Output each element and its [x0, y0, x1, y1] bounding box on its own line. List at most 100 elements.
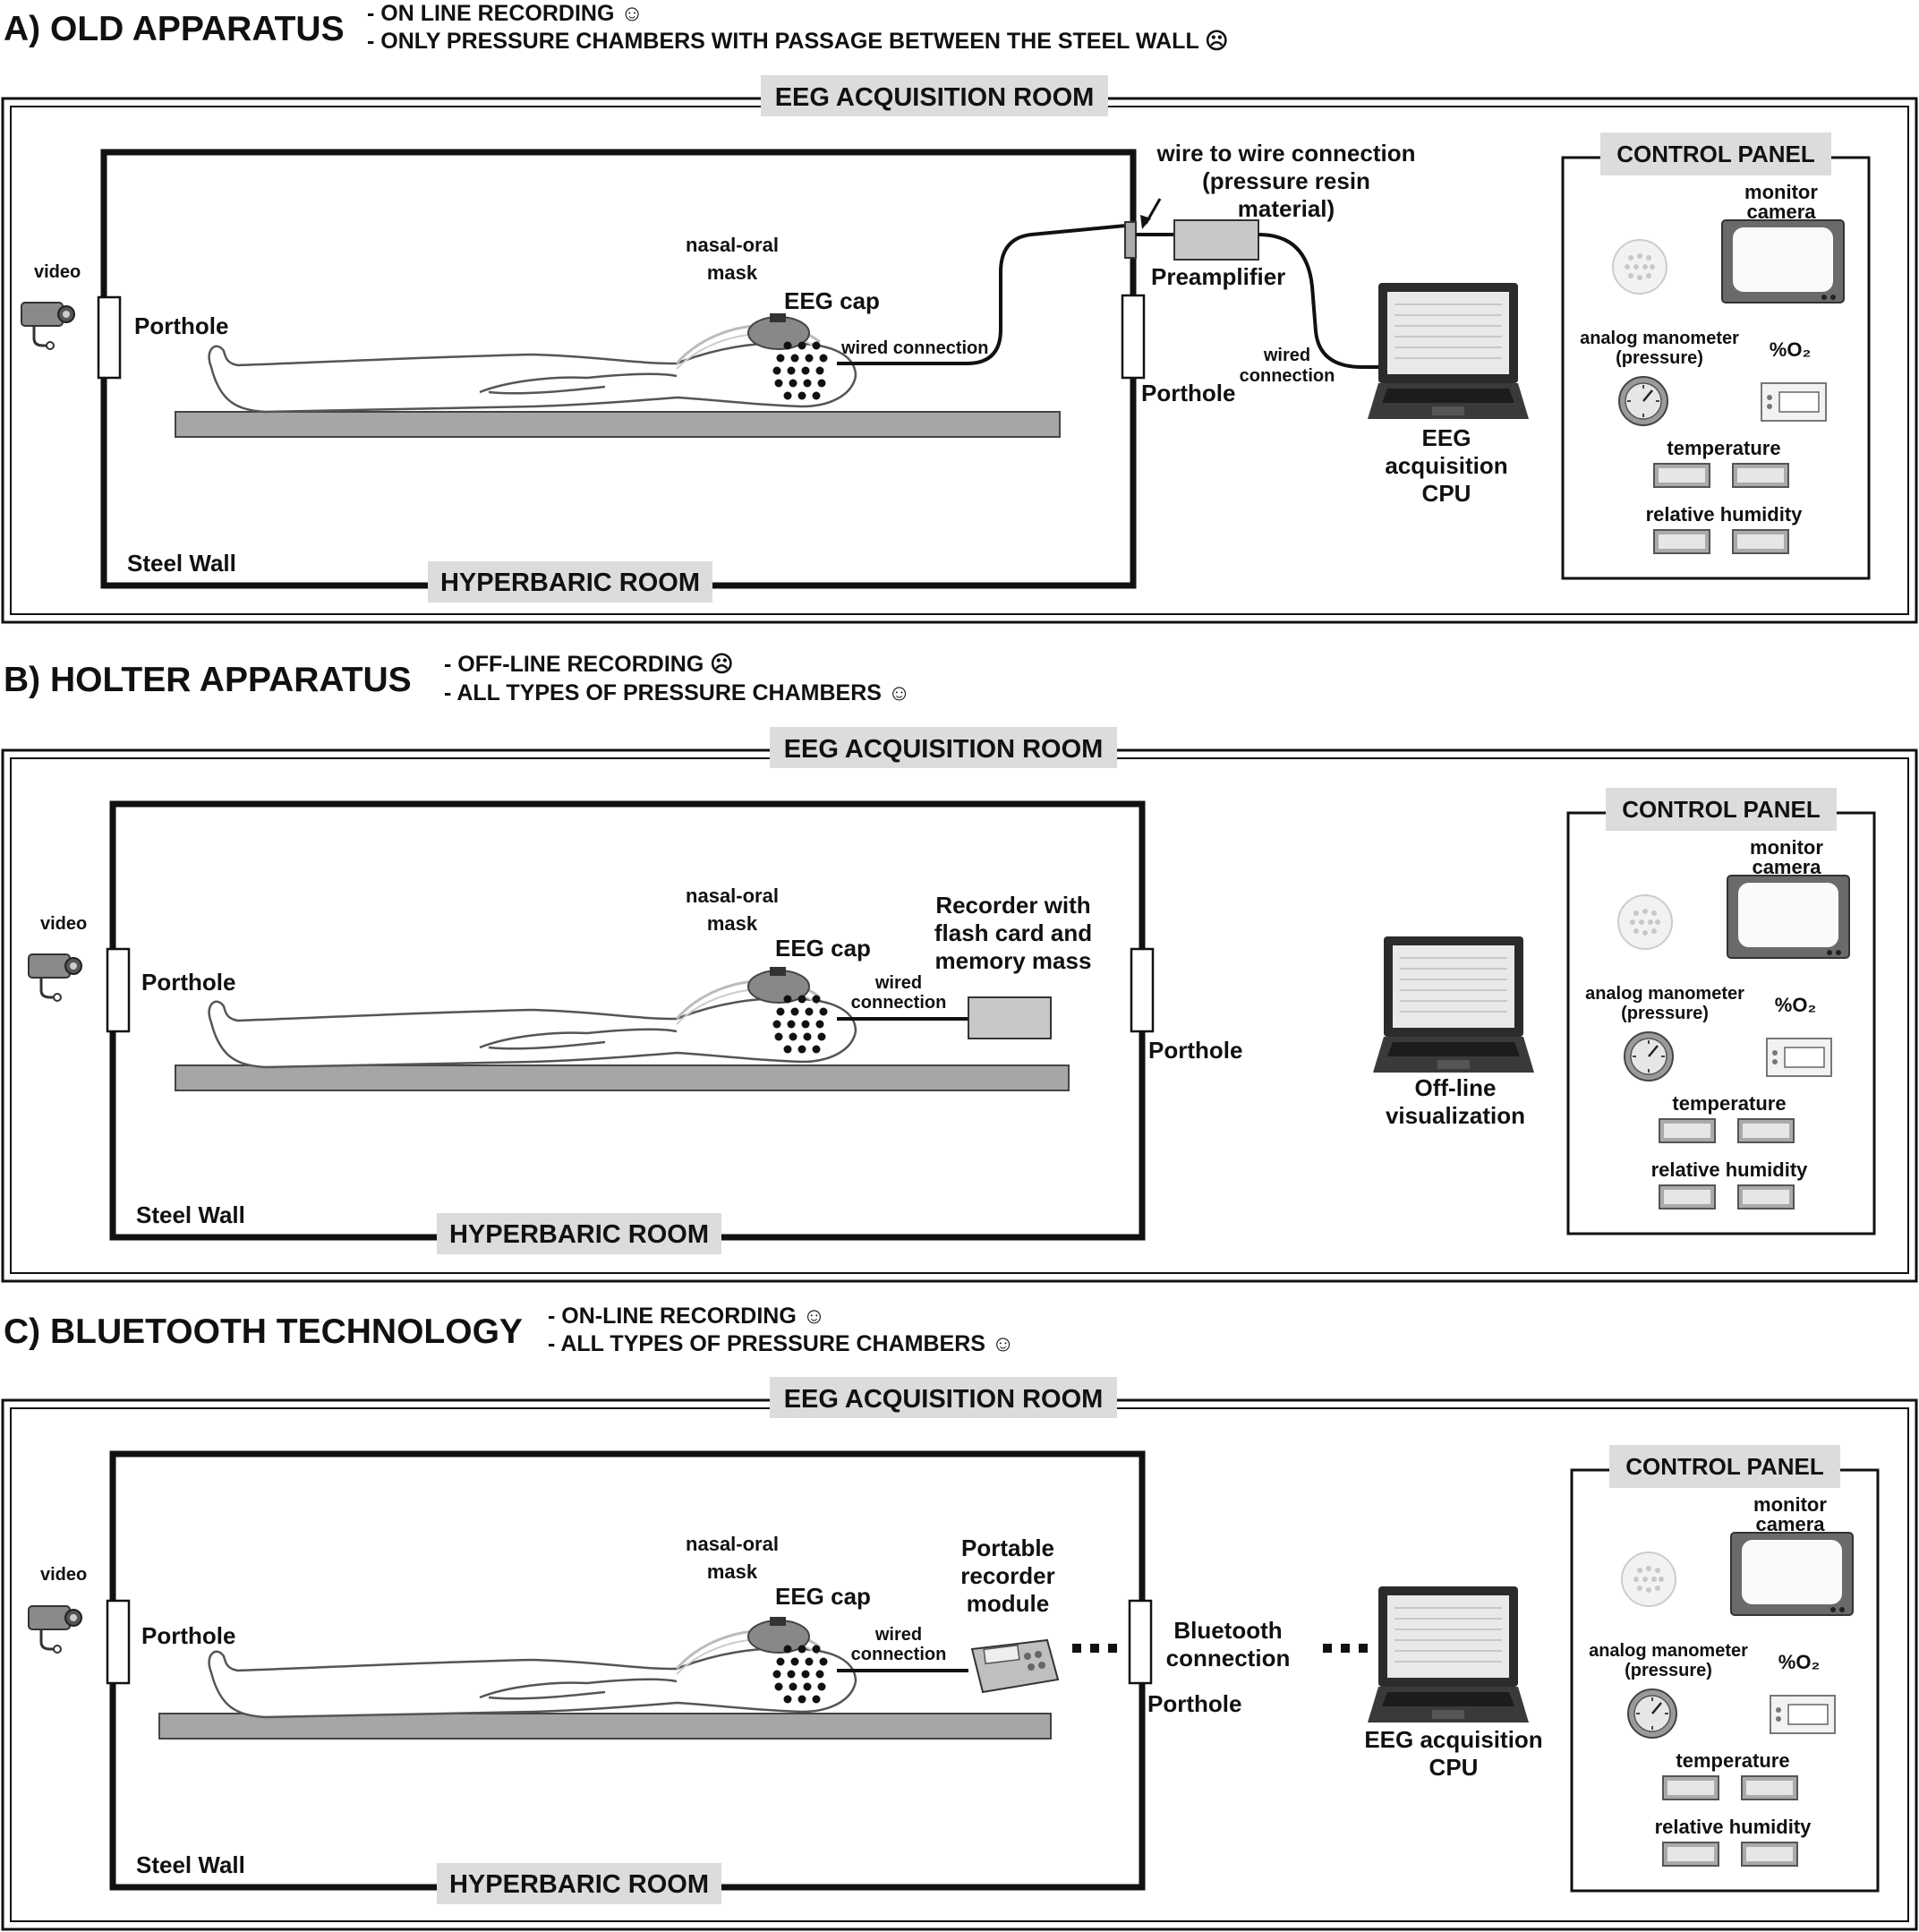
panel-b-note-2: - ALL TYPES OF PRESSURE CHAMBERS ☺	[444, 680, 910, 705]
video-camera-icon	[27, 953, 83, 1003]
steel-wall-label: Steel Wall	[136, 1851, 245, 1878]
panel-a-title: A) OLD APPARATUS	[4, 10, 345, 48]
recorder-label-line-2: flash card and	[934, 919, 1092, 946]
porthole-left-label: Porthole	[141, 969, 235, 996]
hyperbaric-room-label: HYPERBARIC ROOM	[440, 568, 700, 597]
acquisition-room-label-box	[761, 75, 1108, 116]
manometer-label-line-2: (pressure)	[1616, 348, 1703, 368]
mask-label-line-1: nasal-oral	[686, 885, 779, 907]
steel-wall-label: Steel Wall	[127, 550, 236, 577]
panel-c: C) BLUETOOTH TECHNOLOGY - ON-LINE RECORD…	[1, 1304, 1918, 1931]
recorder-label-line-1: Recorder with	[935, 892, 1090, 919]
monitor-label-line-1: monitor	[1753, 1493, 1827, 1516]
control-panel-title: CONTROL PANEL	[1625, 1453, 1824, 1480]
control-panel-title: CONTROL PANEL	[1616, 141, 1815, 167]
hyperbaric-room-label: HYPERBARIC ROOM	[449, 1870, 709, 1899]
inner-connection-label-1: wired	[874, 973, 922, 993]
bluetooth-label-line-1: Bluetooth	[1173, 1617, 1282, 1644]
porthole-left-label: Porthole	[134, 312, 228, 339]
wire-note-line-2: (pressure resin	[1202, 167, 1370, 194]
monitor-label-line-1: monitor	[1744, 181, 1818, 203]
computer-label-line-1: EEG	[1422, 424, 1471, 451]
panel-b-title: B) HOLTER APPARATUS	[4, 661, 412, 699]
control-panel: CONTROL PANEL monitor camera analog mano…	[1570, 1445, 1880, 1893]
porthole-right-label: Porthole	[1148, 1037, 1242, 1064]
control-panel-title-box	[1609, 1445, 1840, 1488]
panel-c-note-2: - ALL TYPES OF PRESSURE CHAMBERS ☺	[548, 1331, 1014, 1356]
porthole-right-label: Porthole	[1141, 380, 1235, 406]
eeg-cap-label: EEG cap	[775, 1583, 871, 1610]
recorder-box	[968, 996, 1052, 1039]
video-camera-icon	[27, 1604, 83, 1654]
panel-a: A) OLD APPARATUS - ON LINE RECORDING ☺ -…	[1, 1, 1918, 624]
video-label: video	[40, 1565, 87, 1585]
outer-wired-connection	[1258, 233, 1378, 369]
inner-wired-connection	[837, 224, 1127, 365]
arrow-head-icon	[1140, 215, 1151, 229]
mask-label-line-2: mask	[707, 1560, 758, 1583]
mask-label-line-1: nasal-oral	[686, 234, 779, 256]
patient-bed	[175, 411, 1061, 438]
computer-label-line-2: acquisition	[1385, 452, 1507, 479]
patient-bed	[175, 1064, 1070, 1091]
porthole-left-label: Porthole	[141, 1622, 235, 1649]
inner-connection-label-2: connection	[851, 993, 947, 1013]
acquisition-room-label-box	[770, 727, 1117, 768]
oxygen-label: %O₂	[1770, 338, 1811, 361]
wire-note-line-3: material)	[1238, 195, 1335, 222]
hyperbaric-room-label-box	[437, 1863, 721, 1904]
outer-connection-label-2: connection	[1240, 366, 1335, 386]
eeg-cap-label: EEG cap	[784, 287, 880, 314]
computer-label-line-3: CPU	[1422, 480, 1471, 507]
outer-connection-label-1: wired	[1263, 346, 1310, 365]
humidity-label: relative humidity	[1655, 1816, 1812, 1838]
eeg-cap-label: EEG cap	[775, 935, 871, 962]
porthole-right-window	[1121, 294, 1146, 380]
porthole-left-window	[106, 947, 131, 1033]
monitor-label-line-2: camera	[1755, 1513, 1825, 1535]
hyperbaric-room-label-box	[437, 1213, 721, 1254]
preamplifier-box	[1173, 219, 1259, 261]
porthole-right-window	[1130, 947, 1155, 1033]
mask-label-line-2: mask	[707, 261, 758, 284]
temperature-label: temperature	[1676, 1749, 1789, 1772]
control-panel-title-box	[1600, 133, 1831, 175]
mask-label-line-2: mask	[707, 912, 758, 935]
steel-wall-label: Steel Wall	[136, 1201, 245, 1228]
panel-b: B) HOLTER APPARATUS - OFF-LINE RECORDING…	[1, 652, 1918, 1283]
video-label: video	[34, 262, 81, 282]
bluetooth-dots-inner	[1072, 1644, 1117, 1653]
mask-label-line-1: nasal-oral	[686, 1533, 779, 1555]
wire-note-line-1: wire to wire connection	[1156, 140, 1416, 167]
monitor-label-line-2: camera	[1752, 856, 1821, 878]
computer-label-line-2: visualization	[1386, 1102, 1525, 1129]
porthole-left-window	[106, 1599, 131, 1685]
recorder-label-line-1: Portable	[961, 1534, 1054, 1561]
control-panel: CONTROL PANEL monitor camera analog mano…	[1566, 788, 1876, 1235]
control-panel: CONTROL PANEL monitor camera analog mano…	[1561, 133, 1871, 580]
monitor-label-line-1: monitor	[1750, 836, 1823, 859]
panel-c-note-1: - ON-LINE RECORDING ☺	[548, 1304, 825, 1329]
control-panel-title: CONTROL PANEL	[1622, 796, 1821, 823]
recorder-label-line-3: memory mass	[935, 947, 1092, 974]
panel-c-title: C) BLUETOOTH TECHNOLOGY	[4, 1312, 523, 1351]
recorder-label-line-2: recorder	[960, 1562, 1055, 1589]
laptop-icon	[1367, 1586, 1530, 1723]
computer-label-line-1: EEG acquisition	[1364, 1726, 1542, 1753]
manometer-label-line-2: (pressure)	[1621, 1004, 1709, 1023]
bluetooth-dots-outer	[1323, 1644, 1368, 1653]
computer-label-line-2: CPU	[1429, 1754, 1479, 1781]
laptop-icon	[1367, 282, 1530, 420]
oxygen-label: %O₂	[1778, 1651, 1820, 1673]
inner-connection-label-1: wired	[874, 1625, 922, 1645]
video-label: video	[40, 914, 87, 934]
hyperbaric-room-label: HYPERBARIC ROOM	[449, 1220, 709, 1249]
manometer-label-line-1: analog manometer	[1589, 1641, 1748, 1661]
laptop-icon	[1372, 936, 1535, 1073]
manometer-label-line-2: (pressure)	[1625, 1661, 1712, 1680]
control-panel-title-box	[1606, 788, 1837, 831]
computer-label-line-1: Off-line	[1415, 1074, 1497, 1101]
acquisition-room-label: EEG ACQUISITION ROOM	[784, 735, 1104, 764]
panel-a-note-2: - ONLY PRESSURE CHAMBERS WITH PASSAGE BE…	[367, 29, 1228, 54]
